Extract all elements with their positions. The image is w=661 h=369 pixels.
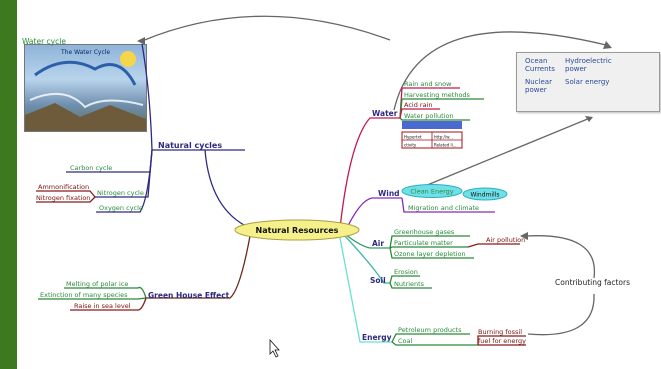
link-soil	[344, 235, 390, 284]
ammonification-label[interactable]: Ammonification	[38, 183, 89, 191]
center-node[interactable]	[234, 219, 360, 241]
water-cycle-illustration: The Water Cycle	[25, 49, 146, 131]
center-label: Natural Resources	[256, 226, 339, 235]
air-pollution-label[interactable]: Air pollution	[486, 236, 525, 244]
extinction-label[interactable]: Extinction of many species	[40, 291, 128, 299]
harvesting-label[interactable]: Harvesting methods	[404, 91, 471, 99]
note-solar: Solar energy	[565, 78, 610, 86]
land	[25, 103, 146, 131]
link-water-pollution	[399, 117, 470, 121]
cycle-arrow	[34, 60, 137, 86]
link-burning-fossil	[477, 335, 526, 345]
particulate-label[interactable]: Particulate matter	[394, 239, 453, 247]
link-harvesting	[399, 98, 484, 119]
note-hydroelectric: Hydroelectric	[565, 57, 612, 65]
water-cycle-image: The Water Cycle	[24, 44, 147, 132]
sun-icon	[120, 51, 136, 67]
cloud-stream	[29, 92, 144, 109]
link-extinction	[38, 297, 147, 300]
arrow-head-air-pollution	[520, 232, 528, 240]
soil-label[interactable]: Soil	[370, 276, 386, 285]
table-cell-related[interactable]: Related li...	[434, 143, 457, 148]
nutrients-label[interactable]: Nutrients	[394, 280, 425, 288]
loop-top	[525, 235, 596, 279]
oxygen-cycle-label[interactable]: Oxygen cycle	[99, 204, 143, 212]
note-ocean: Ocean	[525, 57, 548, 65]
wind-label[interactable]: Wind	[378, 189, 400, 198]
link-greenhouse	[146, 235, 251, 299]
nitrogen-cycle-label[interactable]: Nitrogen cycle	[97, 189, 144, 197]
loop-bottom	[527, 293, 595, 336]
air-label[interactable]: Air	[372, 239, 384, 248]
link-polar-ice	[64, 286, 147, 299]
link-natural-cycles	[204, 149, 251, 229]
erosion-label[interactable]: Erosion	[394, 268, 418, 276]
energy-label[interactable]: Energy	[362, 333, 392, 342]
note-currents: Currents	[525, 65, 555, 73]
mouse-cursor-icon	[269, 338, 280, 358]
windmills-label: Windmills	[470, 192, 499, 199]
note-nuclear: Nuclear	[525, 78, 552, 86]
link-oxygen	[96, 149, 153, 213]
link-acid-rain	[399, 108, 440, 119]
link-water-cycle	[141, 43, 153, 151]
link-nitrogen-fixation	[36, 196, 96, 203]
sea-level-label[interactable]: Raise in sea level	[74, 302, 131, 310]
arc-water-note	[393, 31, 607, 111]
link-water	[339, 117, 400, 229]
fuel-for-energy-label[interactable]: fuel for energy	[478, 337, 526, 345]
clean-energy-bubble[interactable]	[401, 184, 463, 198]
burning-fossil-label[interactable]: Burning fossil	[478, 328, 522, 336]
carbon-cycle-label[interactable]: Carbon cycle	[70, 164, 112, 172]
note-hydro-power: power	[565, 65, 587, 73]
link-erosion	[389, 275, 420, 284]
natural-cycles-label[interactable]: Natural cycles	[158, 141, 222, 150]
nitrogen-fixation-label[interactable]: Nitrogen fixation	[36, 194, 90, 202]
coal-label[interactable]: Coal	[398, 337, 412, 345]
water-label[interactable]: Water	[372, 109, 398, 118]
link-greenhouse-gases	[389, 235, 470, 249]
link-coal	[391, 341, 414, 346]
water-pollution-label[interactable]: Water pollution	[404, 112, 454, 120]
contributing-factors-label[interactable]: Contributing factors	[555, 278, 630, 287]
clean-energy-label: Clean Energy	[410, 188, 453, 196]
greenhouse-gases-label[interactable]: Greenhouse gases	[394, 228, 455, 236]
water-cycle-image-title: The Water Cycle	[60, 49, 110, 56]
link-nutrients	[389, 282, 432, 289]
arrow-head-windmills	[585, 116, 593, 122]
table-cell-activity: ctivity	[404, 143, 417, 148]
selected-bar[interactable]	[402, 121, 462, 129]
migration-label[interactable]: Migration and climate	[408, 204, 479, 212]
link-migration	[401, 197, 495, 213]
petroleum-label[interactable]: Petroleum products	[398, 326, 462, 334]
link-energy	[339, 237, 392, 343]
polar-ice-label[interactable]: Melting of polar ice	[66, 280, 128, 288]
link-sea-level	[70, 297, 147, 311]
link-ozone	[389, 247, 474, 259]
ozone-label[interactable]: Ozone layer depletion	[394, 250, 466, 258]
link-particulate	[389, 246, 468, 249]
water-cycle-label[interactable]: Water cycle	[22, 37, 66, 46]
arc-windmills	[419, 117, 591, 189]
arc-water-cycle	[141, 15, 391, 42]
table-cell-url[interactable]: http://w...	[434, 135, 453, 140]
arrow-head-water-cycle	[137, 37, 145, 45]
windmills-bubble[interactable]	[462, 187, 508, 201]
link-air	[344, 233, 390, 249]
energy-sources-note: Ocean Currents Nuclear power Hydroelectr…	[516, 52, 660, 112]
greenhouse-label[interactable]: Green House Effect	[148, 291, 230, 300]
rain-snow-label[interactable]: Rain and snow	[404, 80, 452, 88]
link-ammonification	[36, 190, 96, 198]
note-power: power	[525, 86, 547, 94]
link-air-pollution	[467, 243, 520, 248]
table-cell-hypertxt: Hypertxt	[404, 135, 422, 140]
acid-rain-label[interactable]: Acid rain	[404, 101, 433, 109]
arrow-head-note	[603, 41, 612, 49]
link-petroleum	[391, 333, 470, 343]
